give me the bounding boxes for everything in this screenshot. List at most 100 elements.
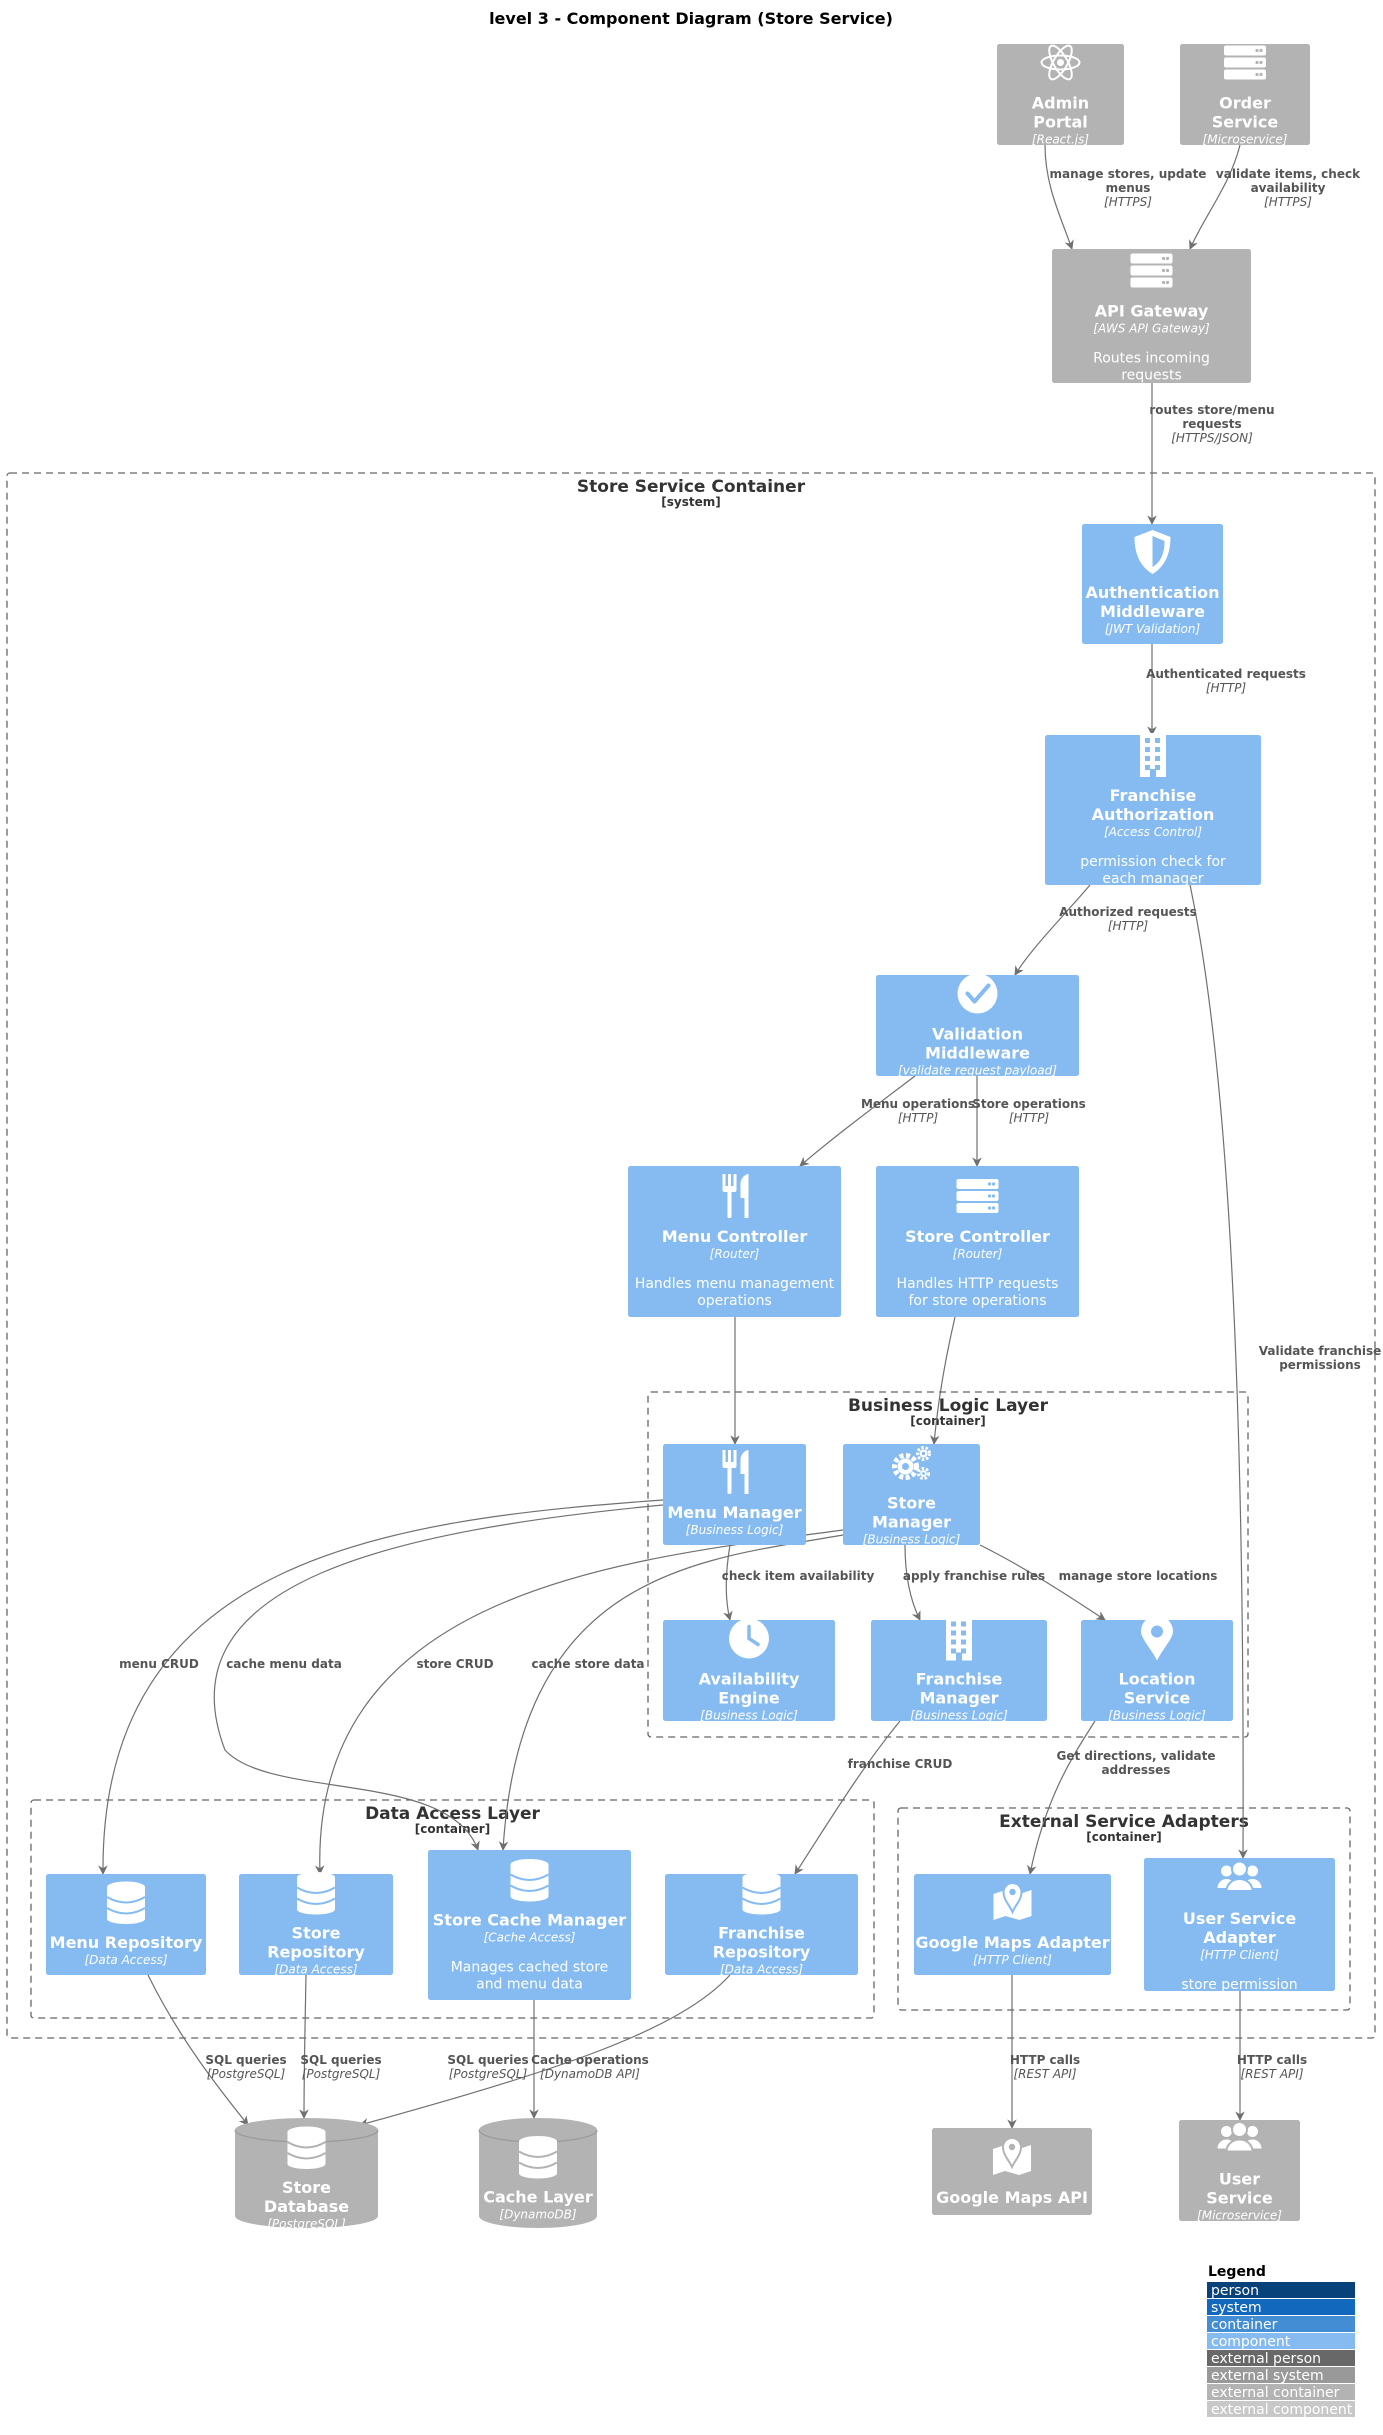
node-technology: [JWT Validation]	[1105, 622, 1201, 636]
relationship-text: availability	[1251, 181, 1326, 195]
node-description: Manages cached store	[451, 1960, 609, 1976]
node-shape	[876, 975, 1079, 1076]
node-shape	[235, 2118, 378, 2228]
relationship-label: cache menu data	[226, 1657, 342, 1671]
relationship-technology: [HTTP]	[1206, 681, 1247, 695]
database-icon	[296, 1872, 336, 1915]
relationship-text: HTTP calls	[1010, 2053, 1080, 2067]
node-label: Portal	[1033, 113, 1088, 132]
boundary-blogic: Business Logic Layer[container]	[647, 1391, 1249, 1738]
node-label: Availability	[699, 1670, 800, 1689]
node-menu-mgr[interactable]: Menu Manager[Business Logic]	[663, 1444, 806, 1545]
node-gateway[interactable]: API Gateway[AWS API Gateway]Routes incom…	[1052, 249, 1251, 384]
node-shape	[663, 1444, 806, 1545]
node-gmaps-adapter[interactable]: Google Maps Adapter[HTTP Client]	[914, 1874, 1111, 1975]
node-label: Location	[1119, 1670, 1196, 1689]
node-gmaps-api[interactable]: Google Maps API	[932, 2128, 1092, 2215]
node-label: Store Cache Manager	[433, 1911, 627, 1930]
node-description: permission check for	[1080, 854, 1226, 870]
node-label: Repository	[267, 1943, 365, 1962]
node-technology: [Data Access]	[274, 1963, 357, 1977]
node-technology: [Cache Access]	[484, 1931, 576, 1945]
node-technology: [HTTP Client]	[1200, 1948, 1279, 1962]
node-menu-ctrl[interactable]: Menu Controller[Router]Handles menu mana…	[628, 1166, 841, 1317]
relationship-label: SQL queries[PostgreSQL]	[300, 2053, 381, 2081]
relationship-text: requests	[1182, 417, 1241, 431]
node-cache-layer[interactable]: Cache Layer[DynamoDB]	[478, 2118, 598, 2228]
node-label: Service	[1206, 2189, 1273, 2208]
node-shape	[1179, 2120, 1300, 2221]
node-technology: [DynamoDB]	[499, 2208, 576, 2222]
node-description: and menu data	[476, 1977, 583, 1993]
relationship-technology: [REST API]	[1013, 2067, 1076, 2081]
relationship-technology: [HTTP]	[1108, 919, 1149, 933]
server-icon	[1224, 45, 1266, 80]
node-store-ctrl[interactable]: Store Controller[Router]Handles HTTP req…	[876, 1166, 1079, 1317]
relationship-labels: manage stores, updatemenus[HTTPS]validat…	[119, 167, 1381, 2081]
node-label: Cache Layer	[483, 2188, 593, 2207]
node-technology: [validate request payload]	[898, 1064, 1057, 1078]
node-label: Validation	[932, 1025, 1023, 1044]
database-icon	[518, 2136, 558, 2179]
boundary-frame	[30, 1799, 875, 2019]
node-shape	[997, 44, 1124, 145]
map-icon	[993, 1882, 1032, 1920]
database-icon	[741, 1872, 782, 1915]
relationship-label: Menu operations[HTTP]	[861, 1097, 975, 1125]
node-label: Order	[1219, 94, 1271, 113]
relationship-franchise_auth-to-user_adapter	[1189, 884, 1248, 1859]
boundary-label: Data Access Layer	[365, 1804, 540, 1824]
node-technology: [Router]	[953, 1247, 1003, 1261]
relationship-text: check item availability	[722, 1569, 875, 1583]
node-label: Menu Repository	[50, 1933, 203, 1952]
relationship-validation-to-menu_ctrl	[799, 1075, 916, 1167]
node-label: Authentication	[1086, 583, 1220, 602]
relationship-text: addresses	[1102, 1763, 1171, 1777]
legend-item: external person	[1211, 2351, 1321, 2367]
relationship-menu_repo-to-store_db	[147, 1974, 249, 2126]
boundaries: Store Service Container[system]Business …	[6, 472, 1376, 2039]
relationship-technology: [DynamoDB API]	[540, 2067, 640, 2081]
relationship-label: HTTP calls[REST API]	[1010, 2053, 1080, 2081]
relationship-menu_mgr-to-cache_mgr	[213, 1504, 664, 1851]
node-shape	[428, 1850, 631, 2000]
building-icon	[1140, 733, 1166, 777]
legend-swatch	[1207, 2299, 1355, 2315]
node-technology: [Access Control]	[1104, 825, 1202, 839]
node-description: Routes incoming	[1093, 351, 1210, 367]
map-icon	[993, 2137, 1031, 2175]
legend-item: component	[1211, 2334, 1291, 2350]
boundary-dal: Data Access Layer[container]	[30, 1799, 875, 2019]
relationship-text: permissions	[1279, 1358, 1361, 1372]
relationship-technology: [PostgreSQL]	[449, 2067, 528, 2081]
node-shape	[663, 1620, 835, 1721]
users-icon	[1217, 2121, 1262, 2153]
boundary-type: [container]	[415, 1822, 490, 1836]
node-cache-mgr[interactable]: Store Cache Manager[Cache Access] Manages…	[428, 1850, 631, 2000]
relationship-text: SQL queries	[447, 2053, 528, 2067]
relationship-text: menus	[1106, 181, 1151, 195]
node-label: Service	[1124, 1689, 1191, 1708]
node-menu-repo[interactable]: Menu Repository[Data Access]	[46, 1874, 206, 1975]
node-description: store permission	[1181, 1977, 1297, 1993]
relationship-store_repo-to-store_db	[299, 1974, 309, 2119]
server-icon	[956, 1179, 999, 1213]
node-label: Middleware	[925, 1044, 1030, 1063]
node-label: Franchise	[718, 1924, 805, 1943]
